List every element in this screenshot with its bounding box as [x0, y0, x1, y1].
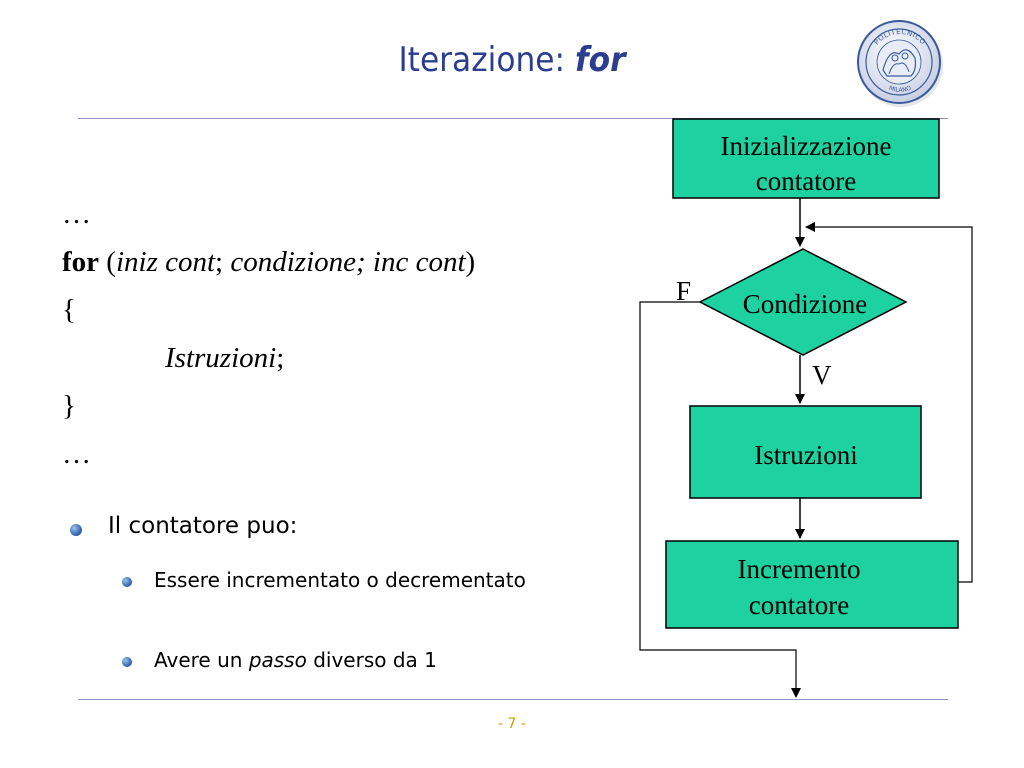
- flow-condition-diamond: [698, 248, 908, 356]
- flow-body-label: Istruzioni: [754, 440, 857, 470]
- arrow-loop-back: [805, 222, 973, 583]
- condition-increment-part: condizione; inc cont: [230, 246, 466, 278]
- sub2-emphasis: passo: [248, 648, 307, 672]
- bullet-dot-icon: [122, 657, 132, 667]
- flow-increment-label-2: contatore: [749, 590, 849, 620]
- for-keyword: for: [62, 246, 100, 278]
- flow-init-label-2: contatore: [756, 166, 856, 196]
- title-prefix: Iterazione:: [398, 40, 576, 80]
- code-for-line: for (iniz cont; condizione; inc cont): [62, 238, 475, 286]
- flow-increment-label-1: Incremento: [738, 554, 861, 584]
- for-syntax-block: … for (iniz cont; condizione; inc cont) …: [62, 190, 475, 478]
- bullet-main-text: Il contatore puo:: [108, 513, 298, 539]
- code-body-semicolon: ;: [276, 342, 285, 374]
- bullet-dot-icon: [70, 524, 82, 536]
- bullet-sub-1-text: Essere incrementato o decrementato: [154, 568, 526, 592]
- separator: ;: [215, 246, 231, 278]
- flow-false-label: F: [676, 276, 691, 306]
- flow-increment-box: [665, 540, 959, 629]
- paren-open: (: [99, 246, 116, 278]
- flow-init-label-1: Inizializzazione: [721, 131, 892, 161]
- init-part: iniz cont: [115, 246, 216, 278]
- code-ellipsis-top: …: [62, 198, 91, 230]
- seal-bottom-text: MILANO: [888, 85, 913, 94]
- code-body: Istruzioni: [165, 342, 277, 374]
- flow-init-box: [672, 118, 940, 199]
- paren-close: ): [465, 246, 476, 278]
- code-brace-open: {: [62, 294, 76, 326]
- bottom-divider: [78, 699, 948, 700]
- flow-body-box: [689, 405, 922, 499]
- bullet-dot-icon: [122, 577, 132, 587]
- top-divider: [78, 118, 948, 119]
- arrow-false-exit: [639, 301, 801, 698]
- code-body-line: Istruzioni;: [62, 334, 475, 382]
- sub2-suffix: diverso da 1: [306, 648, 437, 672]
- svg-text:MILANO: MILANO: [888, 85, 913, 94]
- sub2-prefix: Avere un: [154, 648, 249, 672]
- code-brace-close: }: [62, 390, 76, 422]
- bullet-sub-2-text: Avere un passo diverso da 1: [154, 645, 574, 675]
- flow-condition-label: Condizione: [743, 289, 867, 319]
- code-ellipsis-bottom: …: [62, 438, 91, 470]
- flow-true-label: V: [812, 360, 832, 390]
- politecnico-seal-logo: POLITECNICO MILANO: [857, 20, 943, 107]
- page-number: - 7 -: [498, 716, 526, 732]
- title-keyword: for: [575, 40, 626, 80]
- slide-title: Iterazione: for: [41, 40, 983, 80]
